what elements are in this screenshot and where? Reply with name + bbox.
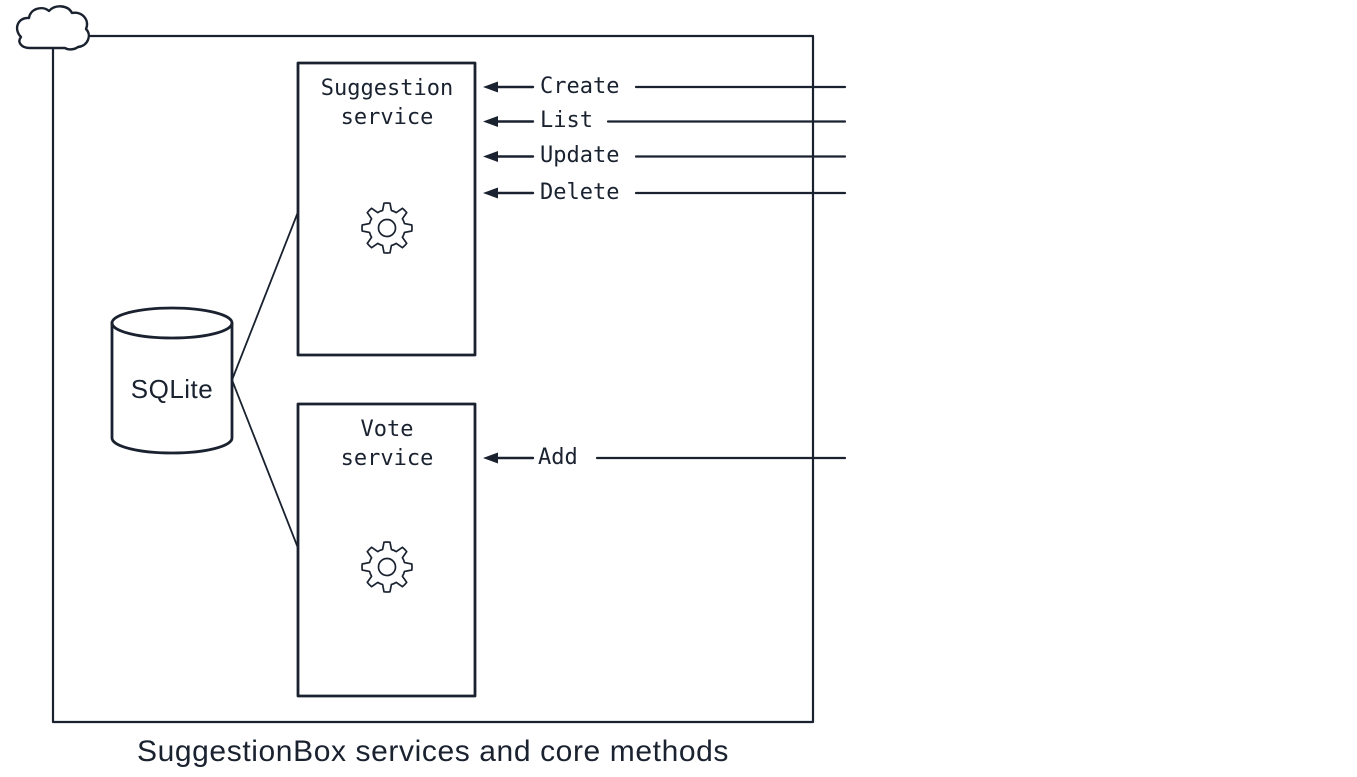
cloud-boundary-box (51, 34, 815, 724)
suggestion-service-box (296, 61, 477, 357)
arrowhead-icon (483, 187, 498, 199)
diagram-caption: SuggestionBox services and core methods (136, 735, 730, 768)
gear-icon (361, 541, 413, 593)
connector-db-suggestion (231, 211, 299, 381)
arrow-add (483, 452, 847, 464)
arrow-update (483, 151, 847, 162)
arrow-delete (483, 187, 847, 199)
method-label-create: Create (540, 74, 620, 99)
vote-service-box (296, 402, 477, 698)
gear-icon (361, 202, 413, 254)
arrow-create (483, 81, 847, 93)
method-label-list: List (540, 108, 593, 133)
method-label-update: Update (540, 143, 620, 168)
arrowhead-icon (483, 116, 498, 127)
arrowhead-icon (483, 151, 498, 162)
database-label: SQLite (130, 374, 214, 404)
arrowhead-icon (483, 452, 498, 464)
suggestion-service-label: Suggestion service (320, 76, 454, 130)
vote-service-label: Vote service (340, 417, 434, 471)
arrow-list (483, 116, 847, 127)
cloud-icon (15, 5, 90, 51)
method-label-add: Add (538, 445, 578, 470)
database-cylinder (110, 321, 234, 455)
connector-db-vote (231, 379, 299, 549)
method-label-delete: Delete (540, 180, 620, 205)
arrowhead-icon (483, 81, 498, 93)
database-cylinder-top (110, 306, 234, 340)
